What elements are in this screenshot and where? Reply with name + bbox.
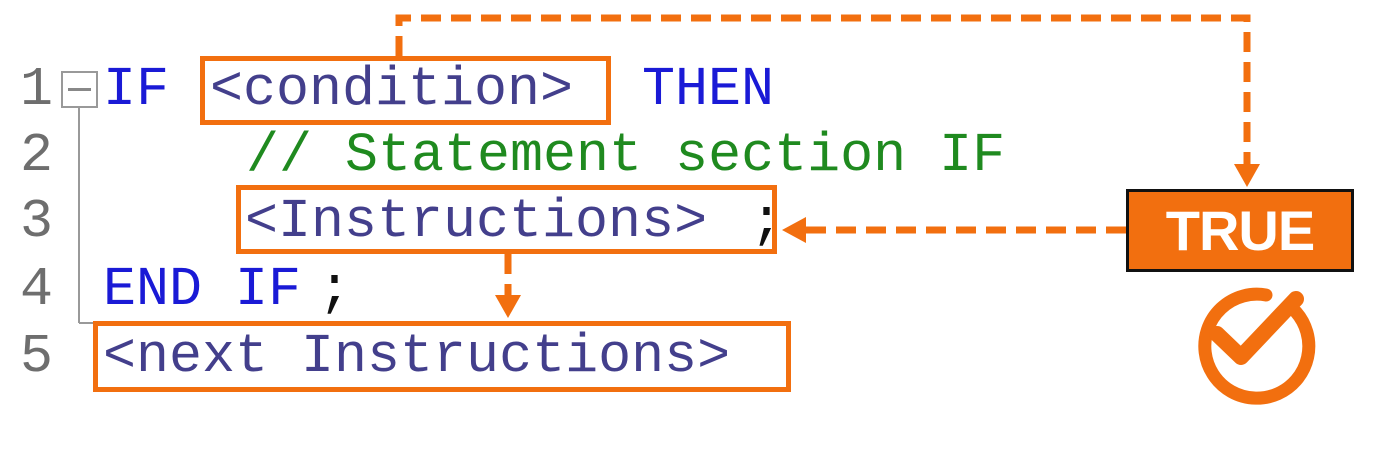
arrowhead-down-true [1234, 164, 1260, 187]
line-number-5: 5 [20, 325, 54, 388]
instructions-highlight-box [236, 185, 777, 254]
condition-highlight-box [200, 56, 611, 125]
keyword-if: IF [103, 58, 170, 121]
comment-line: // Statement section IF [246, 124, 1006, 187]
keyword-end-if: END IF [103, 258, 302, 321]
line-number-1: 1 [20, 58, 54, 121]
keyword-then: THEN [642, 58, 775, 121]
line-number-4: 4 [20, 258, 54, 321]
condition-placeholder: <condition> [210, 58, 574, 121]
arrowhead-left-instructions [782, 217, 806, 243]
instructions-semicolon: ; [750, 190, 784, 253]
arrowhead-down-next [495, 295, 521, 318]
end-if-semicolon: ; [318, 258, 352, 321]
next-instructions-placeholder: <next Instructions> [103, 325, 731, 388]
line-number-2: 2 [20, 124, 54, 187]
next-instructions-highlight-box [93, 321, 791, 392]
line-number-3: 3 [20, 190, 54, 253]
condition-to-true-arrow [395, 14, 1251, 170]
true-badge: TRUE [1126, 189, 1354, 272]
instructions-placeholder: <Instructions> [245, 190, 708, 253]
check-circle-icon [1198, 287, 1316, 405]
